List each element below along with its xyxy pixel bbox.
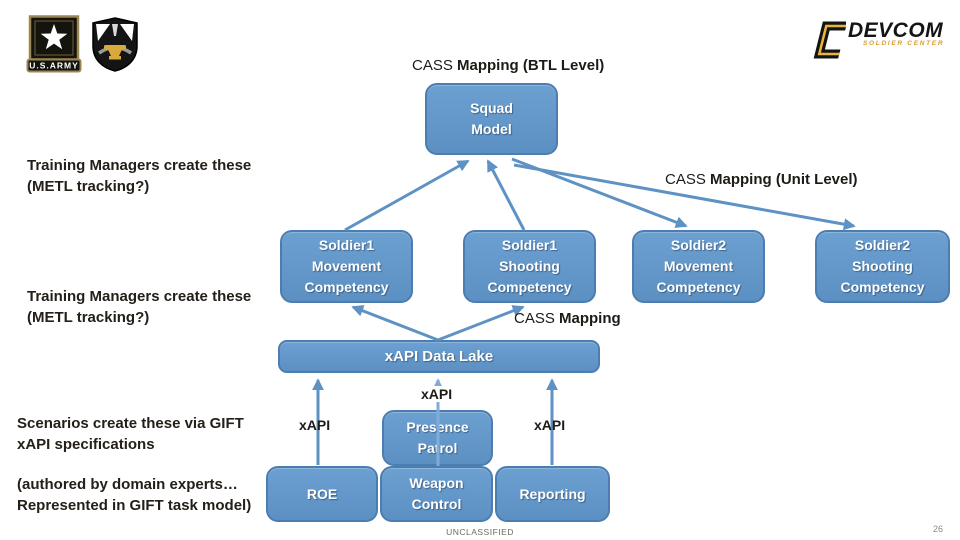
soldier-center-shield-logo [89, 16, 141, 78]
xapi-label-center: xAPI [418, 386, 456, 402]
box-text: xAPI Data Lake [384, 348, 494, 365]
box-text: Squad [470, 100, 513, 116]
cass-mapping-label: CASS Mapping [514, 310, 621, 327]
box-text: Competency [840, 279, 925, 295]
box-text: Movement [663, 258, 734, 274]
slide-title-bold: Mapping (BTL Level) [457, 57, 605, 74]
soldier1-shooting-competency-box: Soldier1 Shooting Competency [463, 230, 596, 303]
devcom-subtitle-text: SOLDIER CENTER [863, 40, 945, 47]
box-text: Control [411, 496, 462, 512]
slide-title-regular: CASS [412, 57, 458, 74]
connector-s1shooting-to-squad [486, 159, 526, 231]
cass-mapping-unit-level-label: CASS Mapping (Unit Level) [665, 171, 858, 188]
devcom-name-text: DEVCOM [848, 19, 944, 42]
reporting-box: Reporting [495, 466, 610, 522]
slide-title: CASS Mapping (BTL Level) [412, 57, 604, 74]
soldier2-movement-competency-box: Soldier2 Movement Competency [632, 230, 765, 303]
box-text: Movement [311, 258, 382, 274]
us-army-star-icon: U.S.ARMY [26, 15, 82, 73]
note-line: (METL tracking?) [27, 178, 150, 195]
box-text: Soldier1 [501, 237, 558, 253]
roe-box: ROE [266, 466, 378, 522]
box-text: Weapon [409, 475, 464, 491]
note-line: Represented in GIFT task model) [17, 497, 252, 514]
cass-unit-bold: Mapping (Unit Level) [710, 171, 858, 188]
devcom-c-emblem-icon [813, 21, 846, 59]
box-text: Soldier2 [854, 237, 911, 253]
classification-marking: UNCLASSIFIED [446, 527, 514, 537]
devcom-logo: DEVCOM SOLDIER CENTER [804, 19, 944, 61]
note-line: Training Managers create these [27, 288, 252, 305]
box-text: Model [471, 121, 512, 137]
box-text: Reporting [519, 485, 586, 502]
box-text: Competency [656, 279, 741, 295]
slide-page-number: 26 [932, 524, 943, 534]
box-text: Competency [487, 279, 572, 295]
xapi-label-left: xAPI [299, 417, 331, 433]
connector-datalake-to-s1shooting [437, 305, 525, 342]
box-text: Soldier1 [318, 237, 375, 253]
note-line: (METL tracking?) [27, 309, 150, 326]
note-line: Training Managers create these [27, 157, 252, 174]
box-text: Shooting [499, 258, 560, 274]
connector-datalake-to-s1movement [351, 305, 439, 342]
note-line: xAPI specifications [17, 436, 155, 453]
cass-mapping-regular: CASS [514, 310, 560, 327]
note-line: Scenarios create these via GIFT [17, 415, 244, 432]
box-text: Presence [406, 419, 469, 435]
presence-patrol-box: Presence Patrol [382, 410, 493, 466]
xapi-data-lake-box: xAPI Data Lake [278, 340, 600, 373]
xapi-label-right: xAPI [534, 417, 566, 433]
devcom-wordmark: DEVCOM SOLDIER CENTER [848, 19, 944, 47]
authored-note: (authored by domain experts… Represented… [17, 474, 251, 516]
connector-s1movement-to-squad [344, 159, 470, 232]
soldier-center-shield-icon [92, 17, 138, 72]
us-army-logo: U.S.ARMY [26, 15, 82, 78]
note-line: (authored by domain experts… [17, 476, 238, 493]
us-army-banner-text: U.S.ARMY [29, 61, 79, 71]
box-text: ROE [306, 485, 338, 502]
cass-unit-regular: CASS [665, 171, 711, 188]
weapon-control-box: Weapon Control [380, 466, 493, 522]
connector-squad-to-s2movement [511, 157, 688, 228]
box-text: Shooting [852, 258, 913, 274]
training-managers-note-top: Training Managers create these (METL tra… [27, 155, 251, 197]
box-text: Patrol [417, 440, 458, 456]
box-text: Soldier2 [670, 237, 727, 253]
soldier2-shooting-competency-box: Soldier2 Shooting Competency [815, 230, 950, 303]
squad-model-box: Squad Model [425, 83, 558, 155]
soldier1-movement-competency-box: Soldier1 Movement Competency [280, 230, 413, 303]
training-managers-note-bottom: Training Managers create these (METL tra… [27, 286, 251, 328]
scenarios-note: Scenarios create these via GIFT xAPI spe… [17, 413, 244, 455]
cass-mapping-bold: Mapping [559, 310, 621, 327]
box-text: Competency [304, 279, 389, 295]
